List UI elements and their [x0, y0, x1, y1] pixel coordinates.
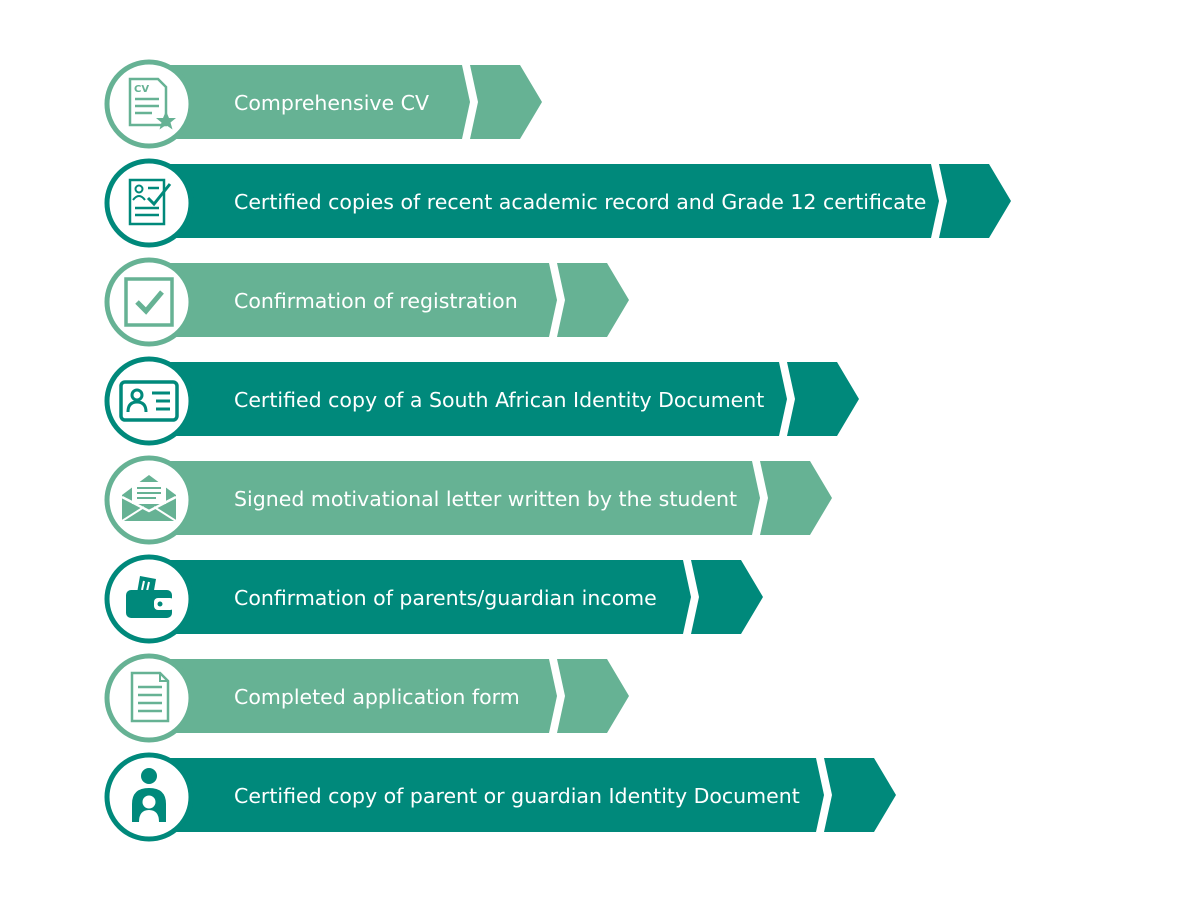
requirement-row: Certified copy of parent or guardian Ide… — [0, 752, 910, 858]
certificate-check-icon — [104, 158, 194, 248]
requirement-row: Completed application form — [0, 653, 640, 759]
requirement-text: Certified copy of a South African Identi… — [234, 388, 765, 412]
requirement-row: Certified copies of recent academic reco… — [0, 158, 1020, 264]
banner-shape — [150, 362, 787, 436]
envelope-letter-icon — [104, 455, 194, 545]
requirement-row: Signed motivational letter written by th… — [0, 455, 840, 561]
banner-shape — [150, 164, 939, 238]
banner-arrow — [760, 461, 832, 535]
requirement-text: Signed motivational letter written by th… — [234, 487, 738, 511]
wallet-icon — [104, 554, 194, 644]
banner-shape — [150, 461, 760, 535]
requirement-text: Completed application form — [234, 685, 520, 709]
checkbox-icon — [104, 257, 194, 347]
requirement-row: Confirmation of parents/guardian income — [0, 554, 770, 660]
requirement-row: Confirmation of registration — [0, 257, 640, 363]
banner-shape — [150, 65, 470, 139]
banner-arrow — [470, 65, 542, 139]
banner-shape — [150, 758, 824, 832]
requirement-text: Comprehensive CV — [234, 91, 430, 115]
requirement-row: Certified copy of a South African Identi… — [0, 356, 870, 462]
requirement-text: Certified copies of recent academic reco… — [234, 190, 927, 214]
banner-shape — [150, 263, 557, 337]
banner-arrow — [824, 758, 896, 832]
banner-shape — [150, 659, 557, 733]
requirement-text: Confirmation of parents/guardian income — [234, 586, 657, 610]
banner-arrow — [557, 659, 629, 733]
banner-arrow — [787, 362, 859, 436]
id-card-icon — [104, 356, 194, 446]
banner-arrow — [939, 164, 1011, 238]
banner-shape — [150, 560, 691, 634]
parent-child-icon — [104, 752, 194, 842]
requirement-text: Certified copy of parent or guardian Ide… — [234, 784, 800, 808]
requirement-row: CV Comprehensive CV — [0, 59, 560, 165]
cv-document-star-icon: CV — [104, 59, 194, 149]
requirement-text: Confirmation of registration — [234, 289, 518, 313]
svg-text:CV: CV — [134, 84, 149, 95]
form-document-icon — [104, 653, 194, 743]
banner-arrow — [691, 560, 763, 634]
banner-arrow — [557, 263, 629, 337]
